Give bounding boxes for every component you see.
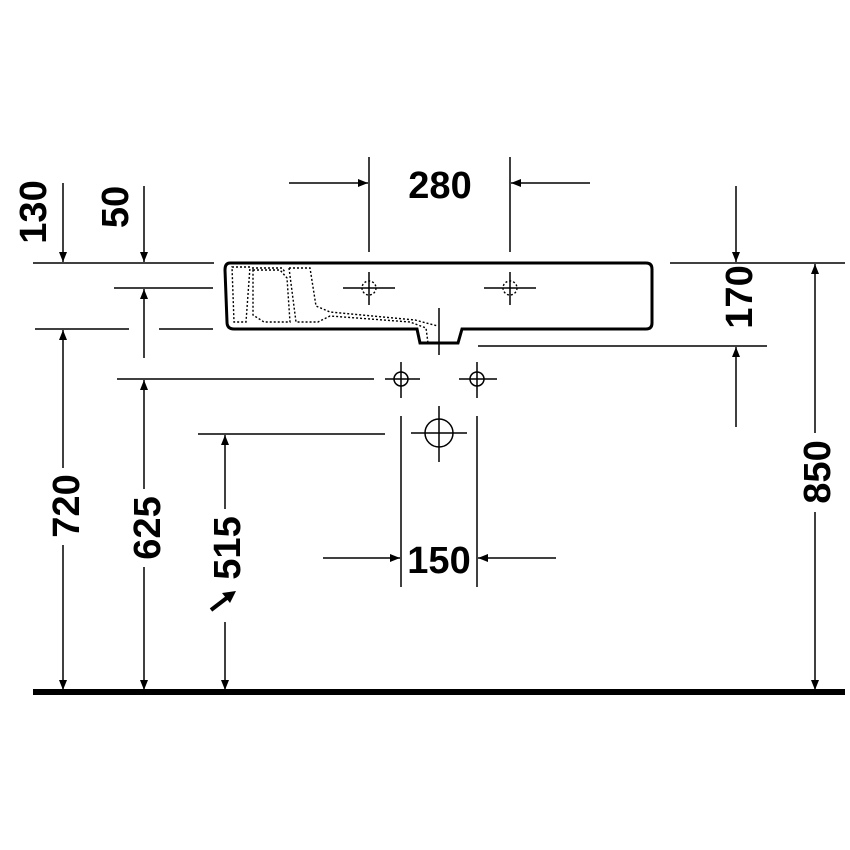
dimension-label-130: 130 [13, 180, 55, 243]
dimension-280: 280 [289, 157, 590, 252]
dimension-label-280: 280 [408, 165, 471, 207]
dimension-label-170: 170 [719, 265, 761, 328]
supply-hole-left [385, 362, 420, 398]
dimension-850: 850 [797, 264, 839, 690]
tap-hole-right [484, 272, 536, 305]
dimension-label-150: 150 [407, 540, 470, 582]
dimension-130: 130 [13, 180, 67, 262]
waste-hole [411, 406, 467, 462]
dimension-label-720: 720 [46, 474, 88, 537]
dimension-50: 50 [95, 186, 148, 358]
pointer-arrow-icon [209, 591, 236, 612]
dimension-label-850: 850 [797, 440, 839, 503]
dimension-720: 720 [46, 330, 88, 690]
dimension-170: 170 [719, 186, 761, 427]
dimension-150: 150 [323, 416, 556, 587]
dimension-625: 625 [127, 380, 169, 690]
dimension-515: 515 [207, 435, 249, 690]
tap-hole-left [343, 272, 395, 305]
dimension-label-50: 50 [95, 186, 137, 228]
dimension-label-515: 515 [207, 516, 249, 579]
supply-hole-right [459, 362, 497, 398]
dimension-label-625: 625 [127, 496, 169, 559]
basin-outline [223, 261, 654, 355]
